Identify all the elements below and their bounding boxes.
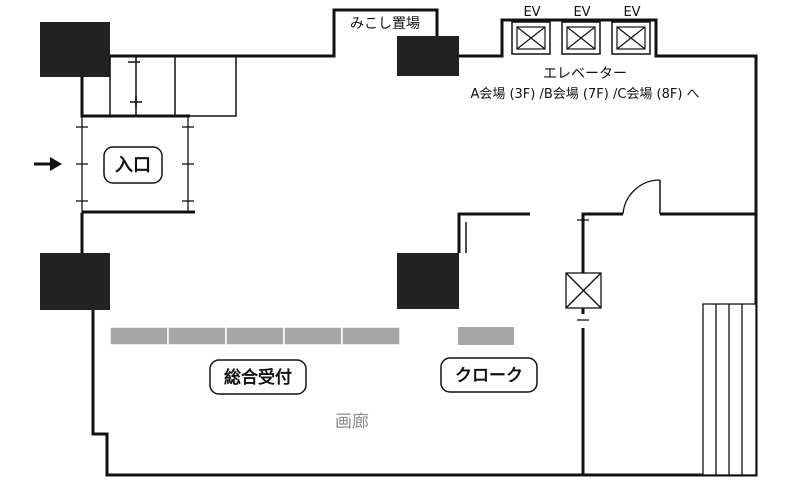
pillar-w <box>40 253 110 310</box>
reception-label: 総合受付 <box>209 359 307 395</box>
wall-north-east <box>91 18 758 477</box>
pillar-nw <box>40 22 110 77</box>
cross-box-icon <box>565 272 602 309</box>
elevator-1: EV <box>511 5 551 55</box>
entrance-vestibule <box>76 114 195 214</box>
elevator-title: エレベーター <box>543 66 627 82</box>
upper-rooms <box>109 56 237 117</box>
elevator-label: EV <box>573 5 590 20</box>
cloak-text: クローク <box>455 366 523 386</box>
mikoshi-storage-label: みこし置場 <box>350 16 420 32</box>
cloak-counter <box>458 327 514 345</box>
elevator-destinations: A会場 (3F) /B会場 (7F) /C会場 (8F) へ <box>470 87 699 102</box>
outer-walls <box>80 8 758 477</box>
elevator-2: EV <box>561 5 601 55</box>
elevator-3: EV <box>611 5 651 55</box>
entrance-label: 入口 <box>103 146 163 184</box>
reception-counter <box>109 326 401 346</box>
pillars <box>40 22 459 310</box>
entrance-text: 入口 <box>115 155 151 176</box>
cloak-label: クローク <box>440 357 538 393</box>
stairs <box>702 303 757 476</box>
cross-box-icon <box>616 26 646 50</box>
reception-text: 総合受付 <box>224 367 292 388</box>
elevator-label: EV <box>523 5 540 20</box>
elevator-label: EV <box>623 5 640 20</box>
pillar-n <box>397 36 459 76</box>
elevator-bank: EV EV EV <box>511 5 651 55</box>
cross-box-icon <box>566 26 596 50</box>
central-partition <box>457 212 530 253</box>
arrow-right-icon <box>34 157 62 171</box>
cross-box-icon <box>516 26 546 50</box>
gallery-label: 画廊 <box>335 412 369 432</box>
pillar-center <box>397 253 459 309</box>
